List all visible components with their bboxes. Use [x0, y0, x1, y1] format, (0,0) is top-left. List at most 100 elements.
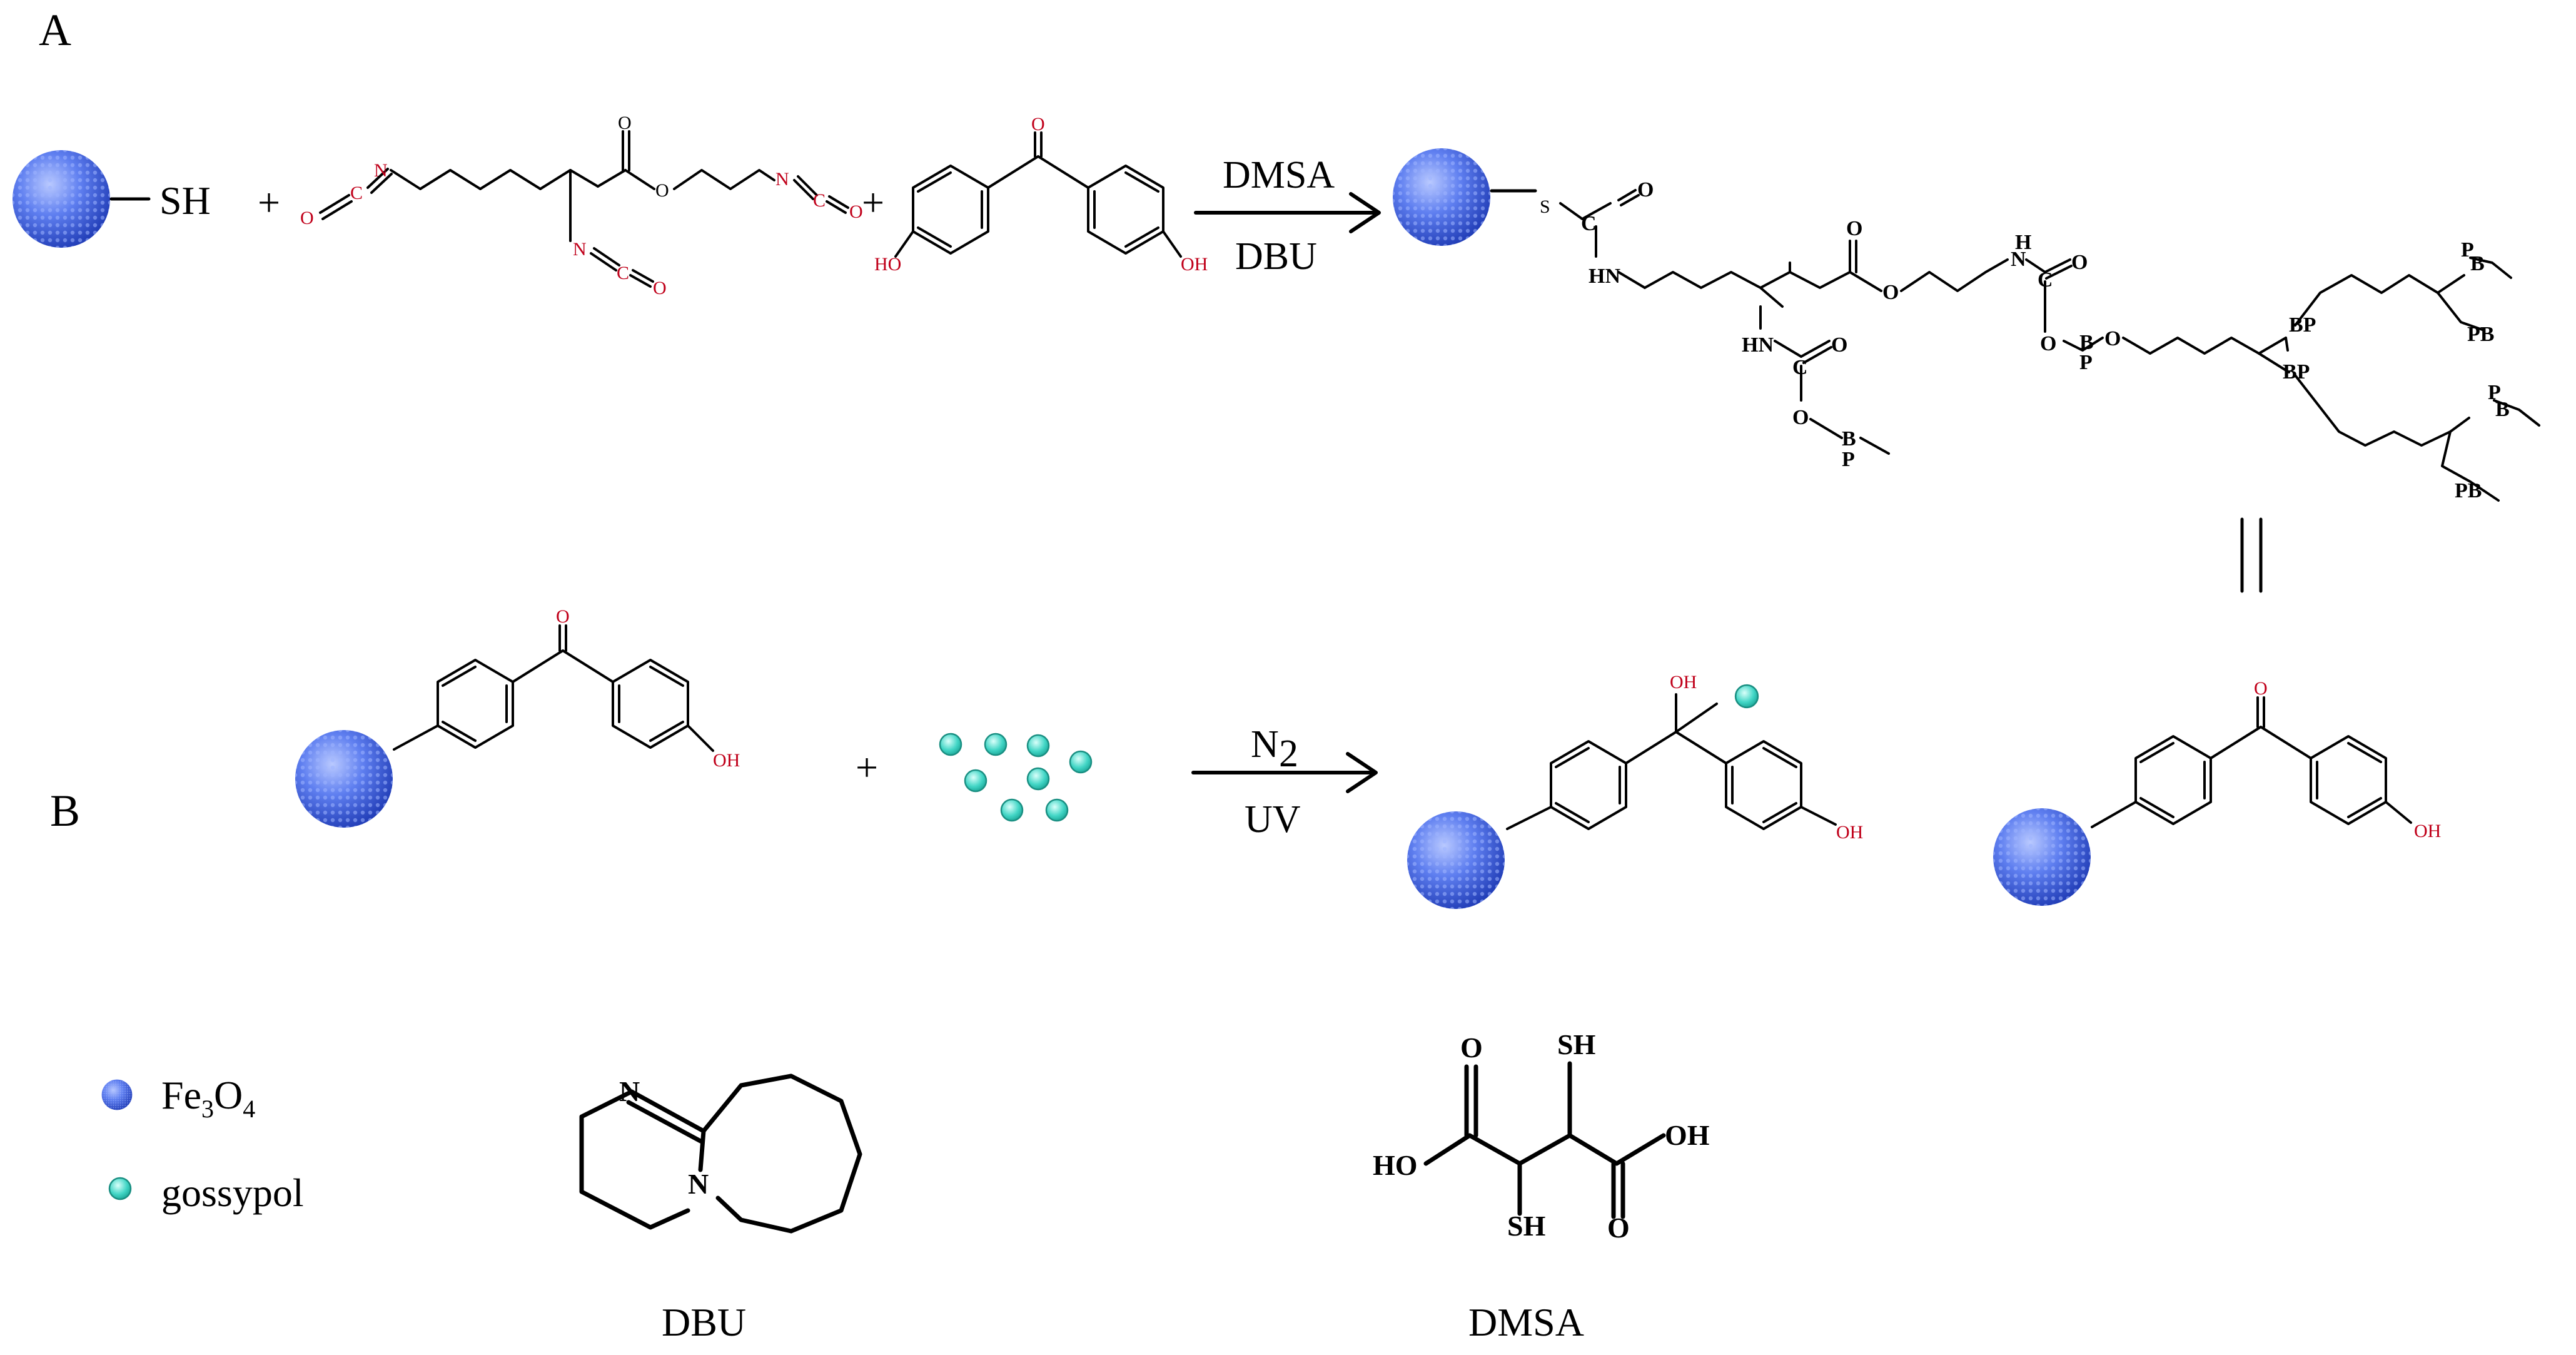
svg-text:OH: OH: [1670, 672, 1697, 693]
svg-text:P: P: [1842, 448, 1855, 471]
svg-text:O: O: [556, 606, 570, 627]
svg-text:2: 2: [1279, 733, 1298, 775]
svg-text:OH: OH: [1665, 1119, 1710, 1151]
lysine-triisocyanate-structure: O C N O O N C O N C O: [300, 113, 863, 298]
benzophenone-np-structure: O OH: [393, 606, 740, 771]
gossypol-icon: [1026, 734, 1050, 758]
svg-text:O: O: [1460, 1032, 1483, 1063]
svg-text:HN: HN: [1589, 265, 1620, 288]
condition-n2: N 2: [1251, 723, 1298, 775]
svg-text:O: O: [300, 208, 314, 228]
panel-b-label: B: [50, 786, 80, 836]
fe3o4-nanoparticle-icon: [1407, 811, 1505, 909]
gossypol-icon: [1045, 798, 1069, 822]
svg-text:O: O: [1846, 217, 1862, 240]
condition-dbu: DBU: [1235, 235, 1317, 278]
panel-a-label: A: [39, 5, 71, 55]
svg-text:N: N: [1251, 723, 1279, 766]
gossypol-icon: [1734, 684, 1759, 709]
condition-dmsa: DMSA: [1223, 154, 1335, 196]
svg-text:N: N: [688, 1168, 709, 1200]
legend-gossypol-label: gossypol: [161, 1170, 304, 1215]
svg-text:H: H: [2015, 231, 2031, 254]
gossypol-icon: [1026, 767, 1050, 791]
svg-text:O: O: [1882, 281, 1899, 304]
svg-text:N: N: [2011, 248, 2026, 271]
gossypol-icon: [964, 769, 987, 793]
gossypol-legend-icon: [108, 1177, 132, 1200]
fe3o4-nanoparticle-icon: [1393, 148, 1490, 246]
svg-text:C: C: [617, 263, 629, 283]
fe3o4-nanoparticle-icon: [1993, 808, 2091, 906]
svg-text:P: P: [2461, 238, 2474, 261]
svg-text:O: O: [2254, 678, 2268, 699]
svg-text:O: O: [1607, 1212, 1630, 1244]
dbu-structure: N N: [579, 1073, 862, 1234]
plus-sign-2: +: [862, 180, 884, 225]
svg-text:C: C: [2038, 268, 2053, 292]
svg-text:O: O: [2104, 327, 2121, 350]
svg-text:PB: PB: [2467, 323, 2494, 346]
svg-text:N: N: [619, 1075, 640, 1107]
svg-text:OH: OH: [1181, 254, 1208, 275]
svg-text:S: S: [1540, 196, 1550, 217]
svg-text:C: C: [1792, 356, 1808, 379]
gossypol-icon: [939, 733, 962, 756]
legend: Fe3O4 gossypol: [101, 1073, 304, 1215]
svg-text:N: N: [374, 160, 388, 181]
svg-text:O: O: [1637, 178, 1654, 201]
svg-text:O: O: [655, 180, 669, 201]
dbu-caption: DBU: [662, 1300, 746, 1344]
svg-text:O: O: [1792, 406, 1809, 429]
svg-text:HN: HN: [1742, 333, 1774, 357]
svg-text:C: C: [350, 183, 363, 203]
svg-text:SH: SH: [1557, 1028, 1596, 1060]
svg-text:C: C: [1581, 212, 1597, 235]
fe3o4-nanoparticle-icon: [295, 730, 393, 828]
svg-text:PB: PB: [2455, 479, 2482, 502]
benzophenone-np-structure-2: O OH: [2091, 678, 2441, 841]
svg-text:N: N: [775, 169, 789, 190]
polymer-product-structure: S C O HN O O: [1490, 178, 2540, 502]
svg-text:BP: BP: [2289, 313, 2316, 337]
svg-text:OH: OH: [1836, 822, 1863, 843]
svg-text:HO: HO: [1373, 1149, 1418, 1181]
svg-text:O: O: [1031, 114, 1045, 134]
svg-text:N: N: [573, 239, 587, 260]
svg-text:P: P: [2488, 381, 2501, 404]
legend-fe3o4-label: Fe3O4: [161, 1073, 255, 1123]
dihydroxybenzophenone-structure: O HO OH: [874, 114, 1208, 275]
svg-text:OH: OH: [713, 750, 740, 771]
dmsa-structure: O O HO OH SH SH: [1373, 1028, 1710, 1244]
thiol-label: SH: [159, 178, 211, 223]
svg-text:O: O: [1831, 333, 1847, 357]
plus-sign-1: +: [258, 180, 280, 225]
gossypol-icon: [1069, 750, 1093, 774]
svg-text:O: O: [653, 278, 667, 298]
fe3o4-nanoparticle-icon: [13, 150, 110, 248]
svg-text:B: B: [2079, 331, 2094, 354]
svg-text:OH: OH: [2414, 821, 2441, 841]
photoadduct-structure: OH OH: [1506, 672, 1863, 843]
fe3o4-legend-icon: [101, 1079, 133, 1110]
dmsa-caption: DMSA: [1468, 1300, 1584, 1344]
gossypol-icon: [984, 733, 1008, 756]
svg-text:SH: SH: [1507, 1210, 1546, 1242]
svg-text:P: P: [2079, 351, 2093, 374]
svg-text:B: B: [2470, 252, 2485, 275]
svg-text:C: C: [813, 190, 826, 211]
svg-text:BP: BP: [2283, 360, 2310, 383]
svg-text:O: O: [618, 113, 632, 133]
svg-text:B: B: [2495, 398, 2510, 421]
gossypol-cluster: [939, 733, 1093, 822]
svg-text:HO: HO: [874, 254, 901, 275]
svg-text:O: O: [2071, 251, 2088, 274]
plus-sign-3: +: [856, 745, 878, 789]
condition-uv: UV: [1245, 798, 1301, 841]
svg-text:B: B: [1842, 427, 1856, 450]
svg-text:O: O: [849, 201, 863, 222]
gossypol-icon: [1000, 798, 1024, 822]
svg-text:O: O: [2040, 332, 2056, 355]
